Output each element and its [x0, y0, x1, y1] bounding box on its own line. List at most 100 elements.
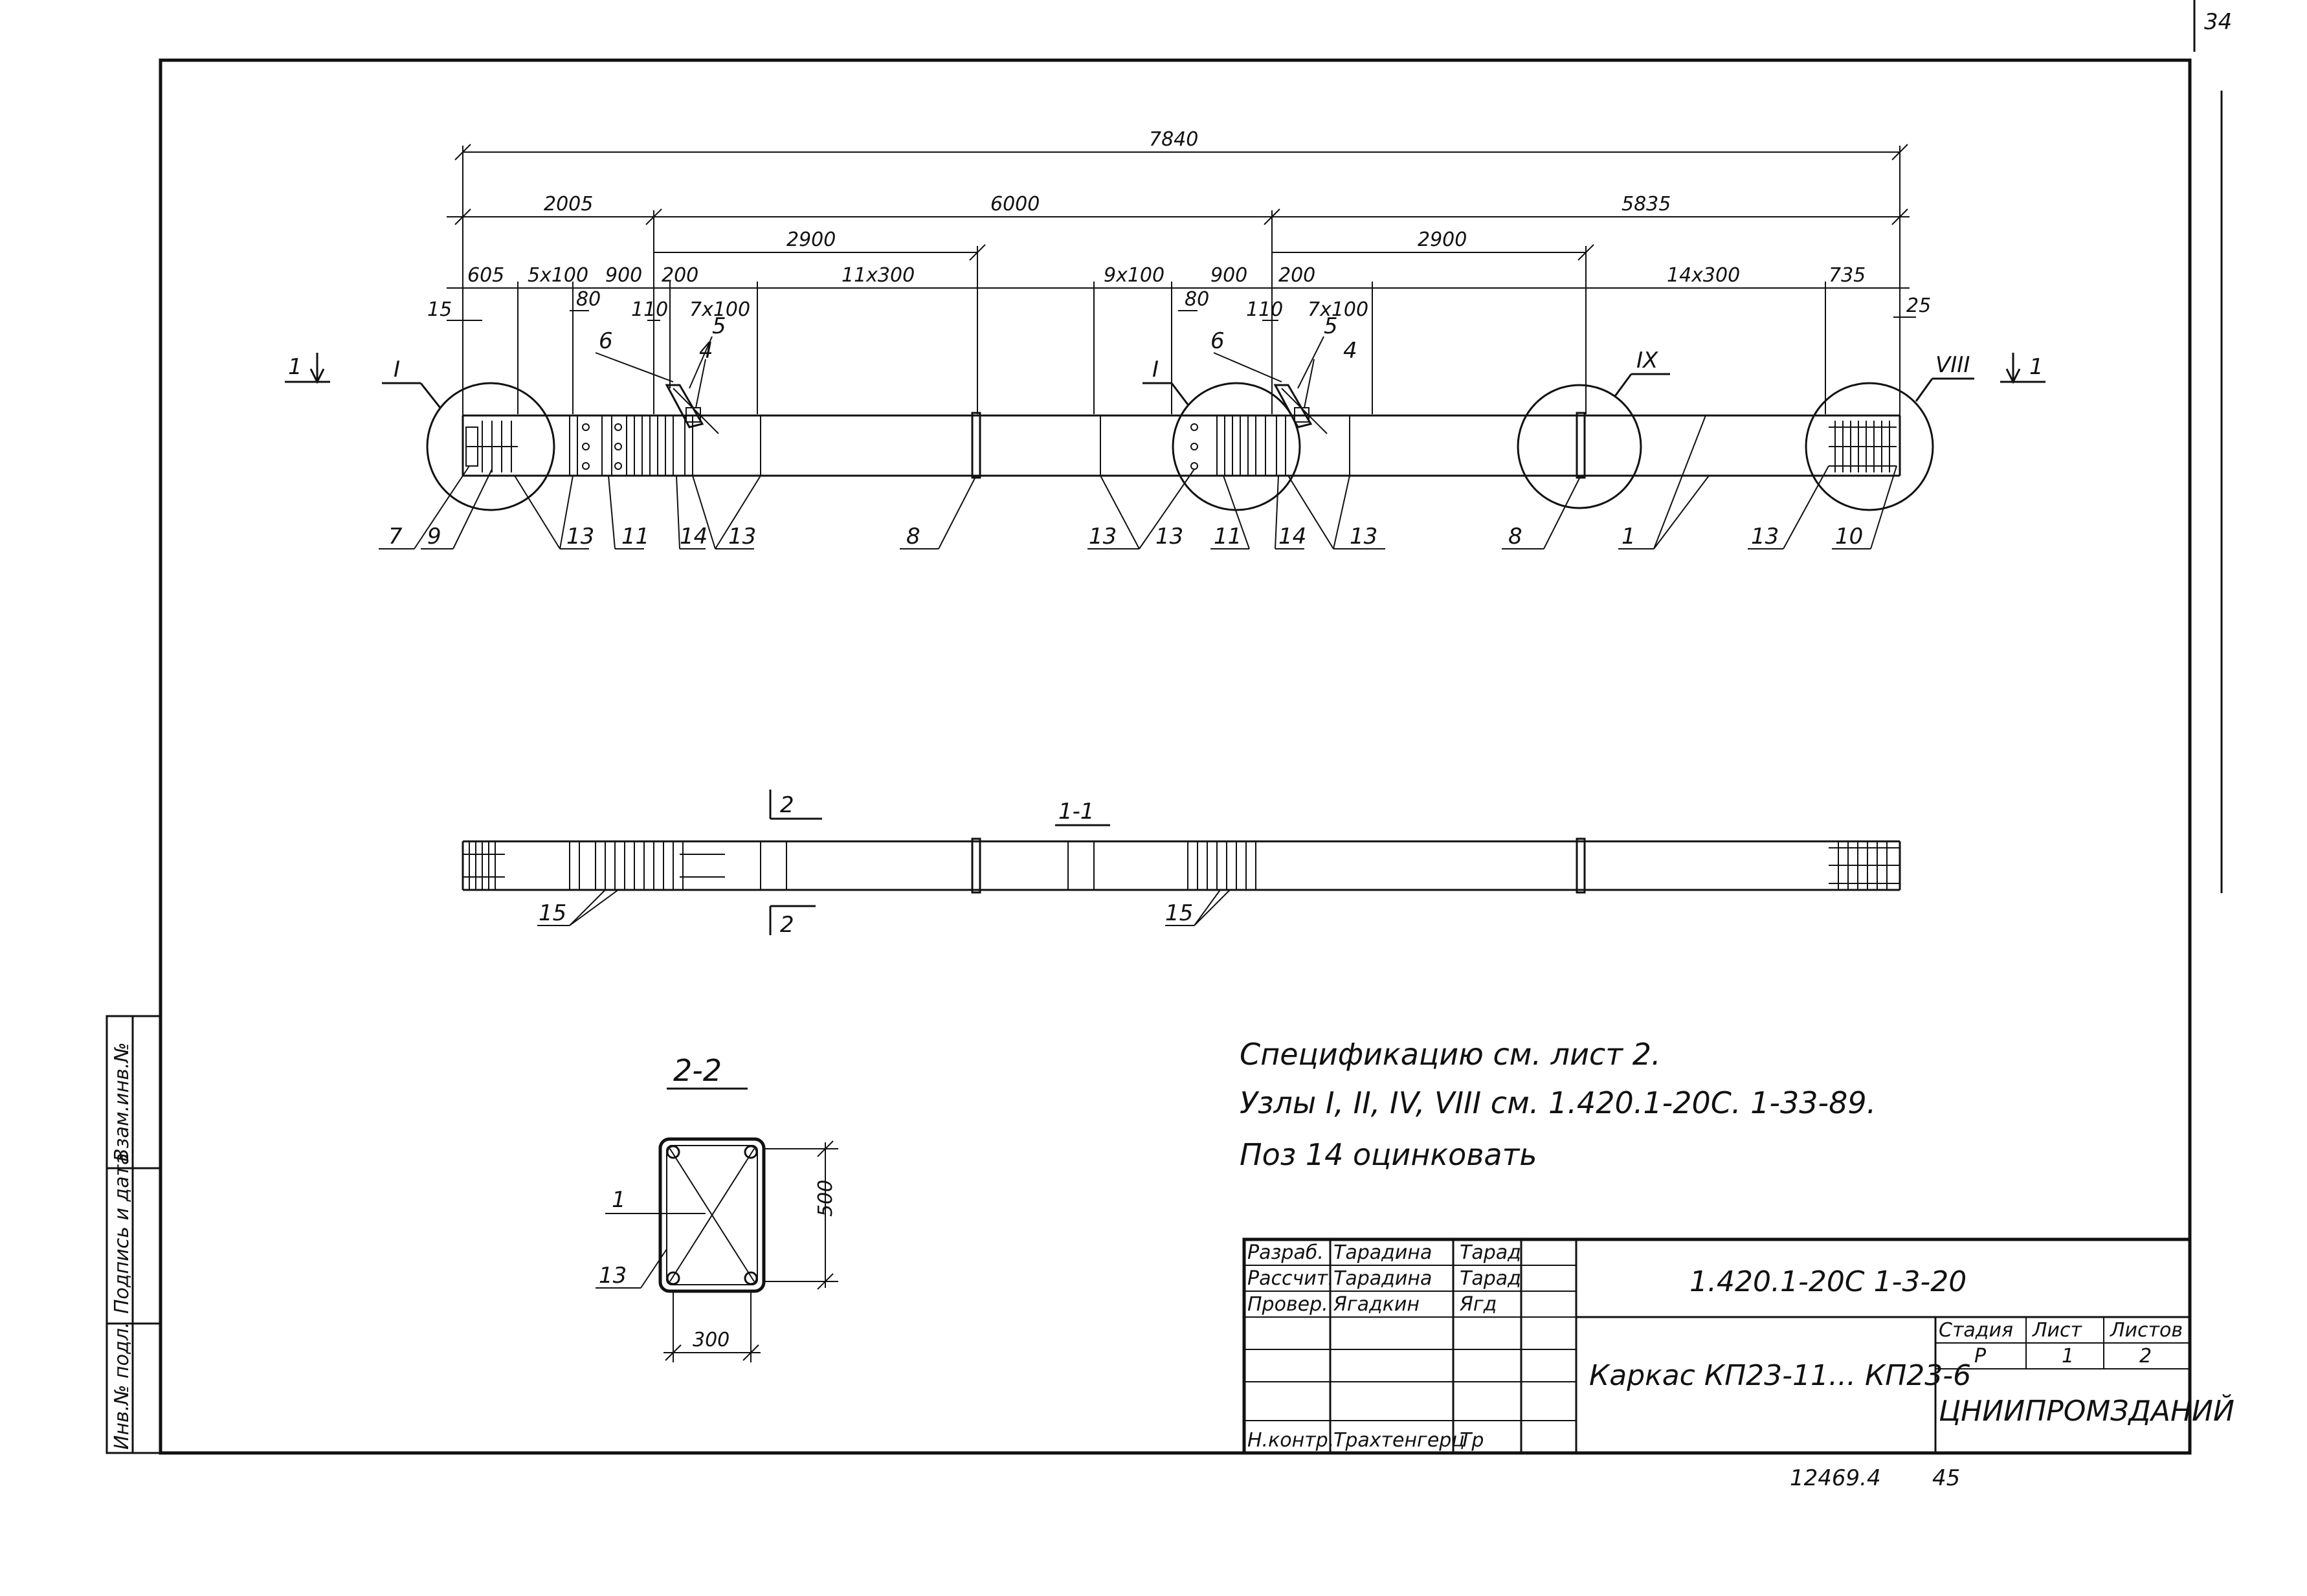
svg-text:300: 300 — [693, 1329, 730, 1351]
section-1-1-stirrups-1 — [569, 841, 725, 890]
svg-text:13: 13 — [728, 524, 756, 549]
svg-text:IX: IX — [1636, 348, 1658, 373]
title-block: Разраб. Тарадина Тарад Рассчит. Тарадина… — [1242, 1237, 2235, 1455]
svg-text:Н.контр.: Н.контр. — [1247, 1429, 1334, 1452]
section-1-1-right-end — [1829, 841, 1900, 890]
svg-text:13: 13 — [1155, 524, 1183, 549]
svg-text:Тарадина: Тарадина — [1333, 1241, 1432, 1264]
svg-text:Р: Р — [1974, 1345, 1987, 1368]
footer-page: 45 — [1932, 1465, 1960, 1491]
position-labels-bottom: 7 9 13 11 14 13 8 13 13 — [379, 415, 1897, 549]
dimension-lines — [447, 144, 1916, 421]
joint-plate-1 — [971, 412, 981, 479]
svg-text:Лист: Лист — [2032, 1319, 2083, 1342]
page-number: 34 — [2204, 9, 2232, 35]
cross-section-outline — [658, 1137, 766, 1293]
left-end-detail — [465, 421, 518, 472]
svg-text:7x100: 7x100 — [689, 298, 750, 321]
note-galvanize: Поз 14 оцинковать — [1240, 1137, 1537, 1172]
svg-text:2005: 2005 — [544, 193, 593, 216]
svg-text:7840: 7840 — [1149, 128, 1198, 151]
joint-plate-2 — [1576, 412, 1586, 479]
embedded-part-1 — [665, 384, 719, 434]
svg-text:900: 900 — [1210, 264, 1247, 287]
svg-text:VIII: VIII — [1935, 352, 1970, 378]
svg-text:Ягадкин: Ягадкин — [1333, 1293, 1420, 1316]
svg-text:Тр: Тр — [1460, 1429, 1484, 1452]
drawing-frame — [159, 58, 2192, 1455]
position-labels-top: 6 5 4 6 5 4 — [595, 313, 1357, 408]
svg-text:11: 11 — [1214, 524, 1242, 549]
svg-text:Подпись и дата: Подпись и дата — [111, 1153, 133, 1314]
stirrups-group-2 — [1190, 416, 1286, 476]
section-mark-right: 1 — [2000, 353, 2045, 384]
node-circle-ix — [1517, 384, 1642, 509]
svg-text:2: 2 — [780, 792, 794, 818]
side-stamp: Инв.№ подл. Подпись и дата Взам.инв.№ — [106, 1015, 162, 1454]
svg-text:6: 6 — [599, 328, 613, 354]
section-1-1: 1-1 — [462, 790, 1901, 938]
svg-text:200: 200 — [1278, 264, 1315, 287]
svg-text:2900: 2900 — [1418, 228, 1467, 251]
right-end-detail — [1829, 421, 1897, 472]
svg-text:13: 13 — [566, 524, 594, 549]
archive-number: 12469.4 — [1790, 1465, 1881, 1491]
notes: Спецификацию см. лист 2. Узлы I, II, IV,… — [1240, 1037, 1876, 1172]
svg-text:Инв.№ подл.: Инв.№ подл. — [111, 1322, 133, 1450]
document-code: 1.420.1-20С 1-3-20 — [1689, 1265, 1967, 1298]
node-circle-viii — [1805, 382, 1934, 511]
svg-text:9: 9 — [427, 524, 441, 549]
svg-text:5: 5 — [1324, 313, 1338, 339]
svg-text:Провер.: Провер. — [1247, 1293, 1328, 1316]
svg-text:500: 500 — [814, 1180, 837, 1217]
dimension-texts: 7840 2005 6000 5835 2900 2900 605 5x100 … — [427, 128, 1931, 321]
svg-text:2: 2 — [2139, 1345, 2152, 1368]
svg-text:2900: 2900 — [786, 228, 836, 251]
embedded-part-2 — [1273, 384, 1328, 434]
svg-text:14x300: 14x300 — [1667, 264, 1740, 287]
svg-text:Рассчит.: Рассчит. — [1247, 1267, 1334, 1290]
svg-text:Разраб.: Разраб. — [1247, 1241, 1324, 1264]
svg-text:5835: 5835 — [1622, 193, 1671, 216]
document-title: Каркас КП23-11... КП23-6 — [1589, 1359, 1971, 1392]
svg-text:1: 1 — [2029, 354, 2044, 380]
svg-text:6000: 6000 — [990, 193, 1040, 216]
svg-text:7x100: 7x100 — [1308, 298, 1368, 321]
svg-text:80: 80 — [1185, 288, 1209, 311]
stirrups-group-1 — [569, 416, 693, 476]
note-spec: Спецификацию см. лист 2. — [1240, 1037, 1661, 1072]
plan-view: 1 1 I I IX VIII — [285, 128, 2045, 549]
svg-text:15: 15 — [539, 900, 566, 926]
svg-text:4: 4 — [699, 338, 713, 364]
svg-text:110: 110 — [631, 298, 668, 321]
svg-text:13: 13 — [1751, 524, 1779, 549]
node-labels: I I IX VIII — [382, 348, 1974, 408]
svg-text:4: 4 — [1343, 338, 1357, 364]
svg-text:13: 13 — [599, 1263, 627, 1289]
svg-text:1: 1 — [612, 1187, 626, 1213]
svg-text:110: 110 — [1246, 298, 1283, 321]
section-mark-left: 1 — [285, 353, 330, 384]
svg-text:1: 1 — [288, 354, 302, 380]
svg-text:13: 13 — [1089, 524, 1117, 549]
svg-text:11x300: 11x300 — [841, 264, 915, 287]
svg-text:Стадия: Стадия — [1939, 1319, 2013, 1342]
organization: ЦНИИПРОМЗДАНИЙ — [1939, 1393, 2235, 1428]
svg-text:2-2: 2-2 — [673, 1053, 722, 1088]
svg-text:14: 14 — [1278, 524, 1306, 549]
svg-text:80: 80 — [576, 288, 601, 311]
svg-text:14: 14 — [680, 524, 708, 549]
note-nodes: Узлы I, II, IV, VIII см. 1.420.1-20С. 1-… — [1240, 1085, 1876, 1120]
svg-text:735: 735 — [1829, 264, 1866, 287]
node-circle-i-left — [426, 382, 555, 511]
svg-text:Листов: Листов — [2110, 1319, 2183, 1342]
svg-text:13: 13 — [1350, 524, 1377, 549]
svg-text:I: I — [1152, 357, 1159, 382]
svg-text:5: 5 — [712, 313, 726, 339]
svg-text:7: 7 — [388, 524, 403, 549]
svg-text:6: 6 — [1210, 328, 1225, 354]
svg-text:11: 11 — [621, 524, 649, 549]
svg-text:8: 8 — [1508, 524, 1522, 549]
svg-text:Тарадина: Тарадина — [1333, 1267, 1432, 1290]
